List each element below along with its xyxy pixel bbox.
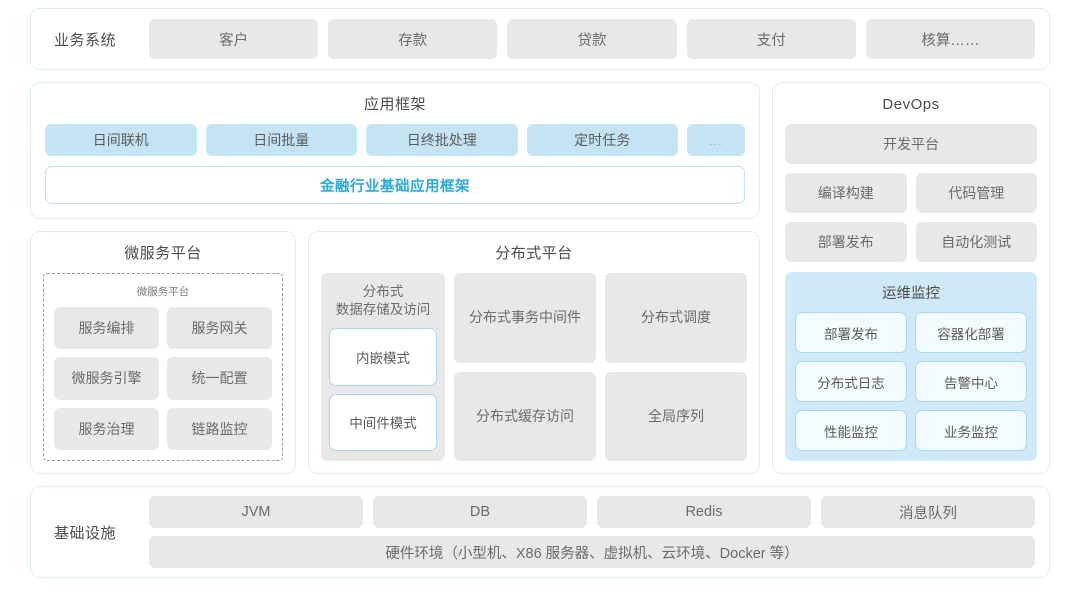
app-framework-title: 应用框架: [363, 96, 426, 113]
distributed-cell-3[interactable]: 全局序列: [605, 371, 747, 461]
distributed-data-storage-card[interactable]: 分布式 数据存储及访问 内嵌模式 中间件模式: [321, 273, 445, 461]
infrastructure-content: JVM DB Redis 消息队列 硬件环境（小型机、X86 服务器、虚拟机、云…: [149, 496, 1035, 568]
distributed-cell-2-line2: 缓存访问: [518, 407, 574, 424]
microservice-item-4[interactable]: 服务治理: [54, 407, 159, 450]
distributed-grid: 分布式 事务中间件 分布式调度 分布式 缓存访问 全局序列: [454, 273, 747, 461]
ops-item-1[interactable]: 容器化部署: [915, 312, 1027, 353]
app-framework-chip-row: 日间联机 日间批量 日终批处理 定时任务 ...: [45, 124, 745, 156]
devops-item-1[interactable]: 代码管理: [915, 173, 1037, 213]
microservice-grid: 服务编排 服务网关 微服务引擎 统一配置 服务治理 链路监控: [54, 307, 272, 450]
devops-item-0[interactable]: 编译构建: [785, 173, 907, 213]
devops-panel: DevOps 开发平台 编译构建 代码管理 部署发布 自动化测试 运维监控 部署…: [772, 82, 1050, 474]
distributed-data-storage-caption: 分布式 数据存储及访问: [329, 283, 437, 319]
business-system-item-4[interactable]: 核算……: [865, 19, 1036, 59]
devops-dev-platform[interactable]: 开发平台: [785, 124, 1037, 164]
distributed-platform-title: 分布式平台: [495, 245, 573, 262]
ops-item-3[interactable]: 告警中心: [915, 361, 1027, 402]
microservice-item-3[interactable]: 统一配置: [167, 357, 272, 400]
ops-item-2[interactable]: 分布式日志: [795, 361, 907, 402]
financial-base-framework-bar[interactable]: 金融行业基础应用框架: [45, 166, 745, 204]
caption-line-2: 数据存储及访问: [335, 302, 431, 318]
devops-title: DevOps: [882, 96, 940, 113]
infrastructure-item-2[interactable]: Redis: [597, 496, 811, 528]
ops-item-5[interactable]: 业务监控: [915, 410, 1027, 451]
business-systems-label: 业务系统: [53, 31, 116, 49]
devops-column: DevOps 开发平台 编译构建 代码管理 部署发布 自动化测试 运维监控 部署…: [772, 82, 1050, 474]
devops-item-2[interactable]: 部署发布: [785, 222, 907, 262]
ops-item-0[interactable]: 部署发布: [795, 312, 907, 353]
app-framework-panel: 应用框架 日间联机 日间批量 日终批处理 定时任务 ... 金融行业基础应用框架: [30, 82, 760, 219]
business-system-item-2[interactable]: 贷款: [507, 19, 677, 59]
ops-monitoring-grid: 部署发布 容器化部署 分布式日志 告警中心 性能监控 业务监控: [795, 312, 1027, 451]
business-system-item-0[interactable]: 客户: [149, 19, 319, 59]
distributed-cell-2[interactable]: 分布式 缓存访问: [454, 371, 596, 461]
business-systems-panel: 业务系统 客户 存款 贷款 支付 核算……: [30, 8, 1050, 70]
business-system-item-1[interactable]: 存款: [328, 19, 498, 59]
infrastructure-label: 基础设施: [53, 524, 116, 542]
infrastructure-item-3[interactable]: 消息队列: [821, 496, 1035, 528]
microservice-item-1[interactable]: 服务网关: [167, 307, 272, 350]
microservice-inner-box: 微服务平台 服务编排 服务网关 微服务引擎 统一配置 服务治理 链路监控: [43, 273, 283, 461]
microservice-panel: 微服务平台 微服务平台 服务编排 服务网关 微服务引擎 统一配置 服务治理 链路…: [30, 231, 296, 474]
hardware-environment-bar[interactable]: 硬件环境（小型机、X86 服务器、虚拟机、云环境、Docker 等）: [149, 536, 1035, 568]
app-framework-chip-1[interactable]: 日间批量: [205, 124, 357, 156]
microservice-item-5[interactable]: 链路监控: [167, 407, 272, 450]
microservice-item-0[interactable]: 服务编排: [54, 307, 159, 350]
app-framework-chip-0[interactable]: 日间联机: [45, 124, 197, 156]
ops-monitoring-title: 运维监控: [882, 286, 940, 302]
distributed-subcard-middleware[interactable]: 中间件模式: [329, 393, 437, 451]
distributed-cell-0-line2: 事务中间件: [511, 309, 581, 326]
app-framework-chip-more[interactable]: ...: [687, 124, 745, 156]
distributed-cell-2-line1: 分布式: [476, 407, 518, 424]
middle-section: 应用框架 日间联机 日间批量 日终批处理 定时任务 ... 金融行业基础应用框架…: [30, 82, 1050, 474]
infrastructure-item-1[interactable]: DB: [373, 496, 587, 528]
infrastructure-chip-row: JVM DB Redis 消息队列: [149, 496, 1035, 528]
distributed-body: 分布式 数据存储及访问 内嵌模式 中间件模式 分布式 事务中间件 分布式调度: [321, 273, 747, 461]
devops-item-3[interactable]: 自动化测试: [915, 222, 1037, 262]
business-system-item-3[interactable]: 支付: [686, 19, 856, 59]
distributed-cell-0-line1: 分布式: [469, 309, 511, 326]
caption-line-1: 分布式: [362, 284, 404, 299]
microservice-title: 微服务平台: [124, 245, 202, 262]
lower-platform-row: 微服务平台 微服务平台 服务编排 服务网关 微服务引擎 统一配置 服务治理 链路…: [30, 231, 760, 474]
platform-column: 应用框架 日间联机 日间批量 日终批处理 定时任务 ... 金融行业基础应用框架…: [30, 82, 760, 474]
app-framework-chip-2[interactable]: 日终批处理: [366, 124, 518, 156]
ops-item-4[interactable]: 性能监控: [795, 410, 907, 451]
microservice-item-2[interactable]: 微服务引擎: [54, 357, 159, 400]
infrastructure-panel: 基础设施 JVM DB Redis 消息队列 硬件环境（小型机、X86 服务器、…: [30, 486, 1050, 578]
distributed-subcard-embedded[interactable]: 内嵌模式: [329, 328, 437, 386]
distributed-cell-0[interactable]: 分布式 事务中间件: [454, 273, 596, 363]
infrastructure-item-0[interactable]: JVM: [149, 496, 363, 528]
devops-grid: 编译构建 代码管理 部署发布 自动化测试: [785, 173, 1037, 262]
ops-monitoring-block: 运维监控 部署发布 容器化部署 分布式日志 告警中心 性能监控 业务监控: [785, 272, 1037, 461]
app-framework-chip-3[interactable]: 定时任务: [526, 124, 678, 156]
distributed-cell-1[interactable]: 分布式调度: [605, 273, 747, 363]
distributed-platform-panel: 分布式平台 分布式 数据存储及访问 内嵌模式 中间件模式: [308, 231, 760, 474]
microservice-inner-title: 微服务平台: [136, 286, 190, 298]
